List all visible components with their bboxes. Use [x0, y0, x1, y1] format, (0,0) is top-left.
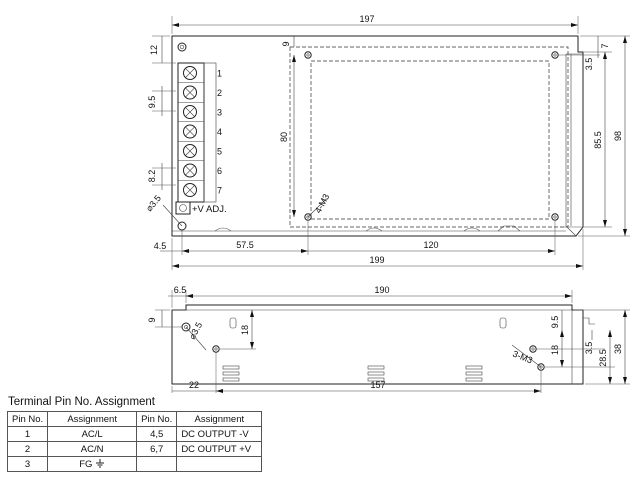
dim-pitch-bottom: 8.2 — [147, 170, 157, 183]
header-pin-no: Pin No. — [6, 411, 49, 427]
terminal-screw — [183, 105, 197, 119]
dim-total-width: 199 — [369, 255, 384, 265]
terminal-screw — [183, 85, 197, 100]
dim-side-right-small: 3.5 — [584, 342, 594, 355]
terminal-number: 7 — [217, 186, 222, 196]
cell-assignment-fg: FG — [47, 456, 138, 472]
dim-side-height-a: 28.5 — [598, 349, 608, 367]
mounting-screw — [304, 51, 312, 59]
terminal-number: 4 — [217, 127, 222, 137]
cell-assignment: DC OUTPUT +V — [176, 441, 263, 457]
cell-assignment: DC OUTPUT -V — [176, 426, 263, 442]
terminal-number: 6 — [217, 166, 222, 176]
side-view: 6.5 190 9 18 ⌀3.5 3-M3 9.5 18 — [147, 285, 630, 393]
dim-plate-height: 80 — [279, 132, 289, 142]
dim-overall-width: 197 — [359, 14, 374, 24]
side-screw — [212, 345, 220, 353]
top-view-case-outline — [171, 35, 584, 237]
dim-top-margin: 12 — [149, 45, 159, 55]
header-assignment-2: Assignment — [176, 411, 263, 427]
dim-left-offset: 4.5 — [154, 241, 167, 251]
ground-icon — [96, 458, 105, 467]
terminal-screw-slot — [185, 126, 195, 137]
table-header-row: Pin No. Assignment Pin No. Assignment — [6, 411, 263, 427]
vent-slots — [222, 365, 483, 382]
terminal-number: 1 — [217, 69, 222, 79]
pin-assignment-section: Terminal Pin No. Assignment Pin No. Assi… — [6, 396, 263, 472]
dim-side-right-hole-height: 18 — [550, 345, 560, 355]
side-screw — [529, 345, 537, 353]
cell-pin: 4,5 — [136, 426, 178, 442]
cell-assignment: AC/L — [47, 426, 138, 442]
terminal-screw-slot — [185, 165, 195, 176]
cell-assignment-text: FG — [79, 458, 93, 470]
table-row: 2 AC/N 6,7 DC OUTPUT +V — [6, 441, 263, 457]
mounting-screw — [551, 213, 559, 221]
mounting-screw — [551, 51, 559, 59]
cell-pin: 1 — [6, 426, 49, 442]
cell-pin — [136, 456, 178, 472]
terminal-screw — [183, 144, 197, 158]
vadj-potentiometer — [175, 201, 191, 215]
mounting-screw — [304, 213, 312, 221]
terminal-screw-slot — [185, 87, 195, 98]
terminal-number: 5 — [217, 147, 222, 157]
dim-mount-x1: 57.5 — [236, 240, 254, 250]
dim-side-bottom-left: 22 — [189, 380, 199, 390]
pin-table-title: Terminal Pin No. Assignment — [8, 396, 156, 408]
terminal-screw — [183, 124, 197, 139]
terminal-screw-slot — [185, 68, 195, 78]
cell-assignment — [176, 456, 263, 472]
header-pin-no-2: Pin No. — [136, 411, 178, 427]
side-screw — [537, 363, 545, 371]
terminal-screw-slot — [185, 146, 195, 156]
dim-right-top-a: 7 — [600, 43, 610, 48]
mounting-plate-outline — [289, 46, 569, 228]
cell-pin: 2 — [6, 441, 49, 457]
dim-hole-dia: ⌀3.5 — [144, 193, 163, 213]
dim-right-top-b: 3.5 — [584, 58, 594, 71]
terminal-screw — [183, 163, 197, 178]
dim-side-left-offset: 6.5 — [174, 285, 187, 295]
dim-side-height-total: 38 — [613, 344, 623, 354]
dim-side-hole-height: 18 — [240, 325, 250, 335]
terminal-number: 2 — [217, 88, 222, 98]
pin-assignment-table: Pin No. Assignment Pin No. Assignment 1 … — [6, 411, 263, 472]
terminal-number: 3 — [217, 108, 222, 118]
terminal-screw — [183, 183, 197, 197]
cell-pin: 6,7 — [136, 441, 178, 457]
thread-4m3-label: 4-M3 — [313, 192, 331, 215]
dim-side-right-top: 9.5 — [550, 316, 560, 329]
header-assignment: Assignment — [47, 411, 138, 427]
terminal-screw — [183, 66, 197, 80]
dim-plate-top: 9 — [281, 41, 291, 46]
dim-side-top-offset: 9 — [147, 317, 157, 322]
dim-side-bottom-span: 157 — [370, 380, 385, 390]
table-row: 1 AC/L 4,5 DC OUTPUT -V — [6, 426, 263, 442]
table-row: 3 FG — [6, 456, 263, 472]
dim-height-total: 98 — [613, 131, 623, 141]
corner-hole — [177, 42, 187, 52]
dim-pitch: 9.5 — [147, 96, 157, 109]
cell-pin: 3 — [6, 456, 49, 472]
vadj-label: +V ADJ. — [192, 204, 227, 215]
dim-mount-span: 120 — [423, 240, 438, 250]
dim-side-hole-dia: ⌀3.5 — [187, 320, 204, 341]
terminal-screw-slot — [185, 185, 195, 195]
dim-height-inner: 85.5 — [593, 131, 603, 149]
dim-side-length: 190 — [374, 285, 389, 295]
terminal-screw-slot — [185, 107, 195, 117]
cell-assignment: AC/N — [47, 441, 138, 457]
